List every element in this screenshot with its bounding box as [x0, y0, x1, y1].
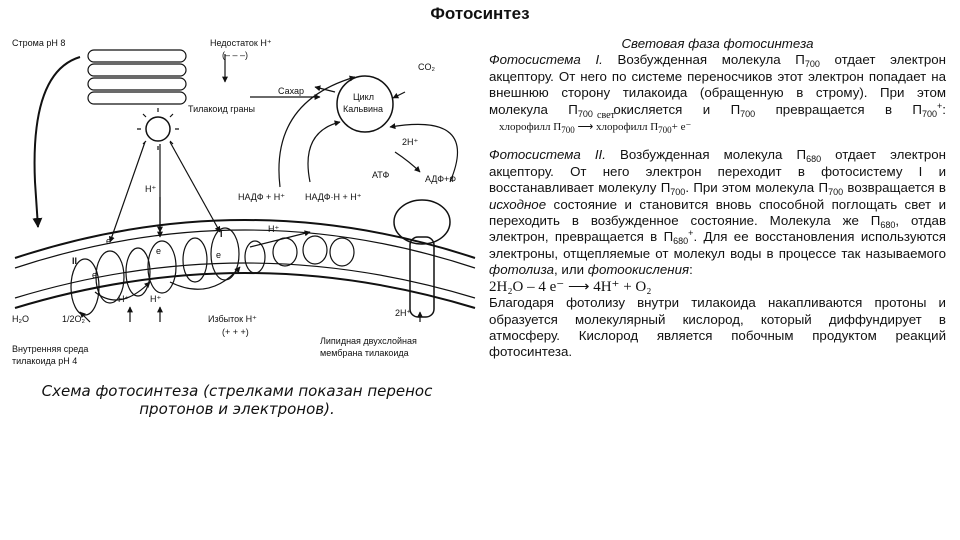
label-co2: CO₂	[418, 62, 436, 72]
label-nadp-1: НАДФ + H⁺	[238, 192, 285, 202]
label-e-2: e	[92, 270, 97, 280]
grana-disc-1	[88, 50, 186, 62]
label-half-o2: 1/2O₂	[62, 314, 86, 324]
slide-title: Фотосинтез	[0, 4, 960, 24]
membrane-inner	[15, 273, 475, 308]
label-h-lower-1: H⁺	[118, 294, 129, 304]
label-e-1: e	[106, 236, 111, 246]
photosystem-2-paragraph: Фотосистема II. Возбужденная молекула П6…	[489, 147, 946, 278]
sun-circle	[146, 117, 170, 141]
photosynthesis-diagram: Строма pH 8 Недостаток H⁺ (– – –) CO₂ Са…	[10, 32, 480, 372]
label-2h-top: 2H⁺	[402, 137, 419, 147]
label-h-left: H⁺	[145, 184, 156, 194]
section-title: Световая фаза фотосинтеза	[489, 36, 946, 52]
label-lipid-1: Липидная двухслойная	[320, 336, 417, 346]
label-excess: Избыток H⁺	[208, 314, 257, 324]
label-deficit: Недостаток H⁺	[210, 38, 272, 48]
label-atp: АТФ	[372, 170, 389, 180]
ps2-term: Фотосистема II.	[489, 147, 606, 162]
label-nadp-2: НАДФ·H + H⁺	[305, 192, 362, 202]
label-e-3: e	[156, 246, 161, 256]
grana-disc-4	[88, 92, 186, 104]
grana-disc-2	[88, 64, 186, 76]
formula-photolysis: 2H₂O – 4 e⁻ ⟶ 4H⁺ + O₂	[489, 279, 946, 295]
label-grana: Тилакоид граны	[188, 104, 255, 114]
label-cycle: Цикл	[353, 92, 374, 102]
grana-disc-3	[88, 78, 186, 90]
label-excess-signs: (+ + +)	[222, 327, 249, 337]
label-roman-one: I	[220, 229, 223, 239]
diagram-caption: Схема фотосинтеза (стрелками показан пер…	[12, 382, 462, 418]
text-column: Световая фаза фотосинтеза Фотосистема I.…	[489, 36, 946, 361]
label-2h-bottom: 2H⁺	[395, 308, 412, 318]
label-water: H₂O	[12, 314, 29, 324]
label-inner-medium-1: Внутренняя среда	[12, 344, 88, 354]
label-deficit-signs: (– – –)	[222, 50, 248, 60]
atp-synthase-stalk	[410, 237, 434, 317]
label-h-mid: H⁺	[268, 224, 279, 234]
label-inner-medium-2: тилакоида pH 4	[12, 356, 77, 366]
label-e-4: e	[216, 250, 221, 260]
label-adp: АДФ+Ф	[425, 174, 456, 184]
label-h-lower-2: H⁺	[150, 294, 161, 304]
label-lipid-2: мембрана тилакоида	[320, 348, 409, 358]
conclusion-paragraph: Благодаря фотолизу внутри тилакоида нака…	[489, 295, 946, 361]
ps1-term: Фотосистема I.	[489, 52, 603, 67]
label-calvin: Кальвина	[343, 104, 383, 114]
photosystem-1-paragraph: Фотосистема I. Возбужденная молекула П70…	[489, 52, 946, 135]
label-stroma: Строма pH 8	[12, 38, 65, 48]
diagram-svg: Строма pH 8 Недостаток H⁺ (– – –) CO₂ Са…	[10, 32, 480, 372]
label-sugar: Сахар	[278, 86, 304, 96]
label-roman-two: II	[72, 256, 77, 266]
